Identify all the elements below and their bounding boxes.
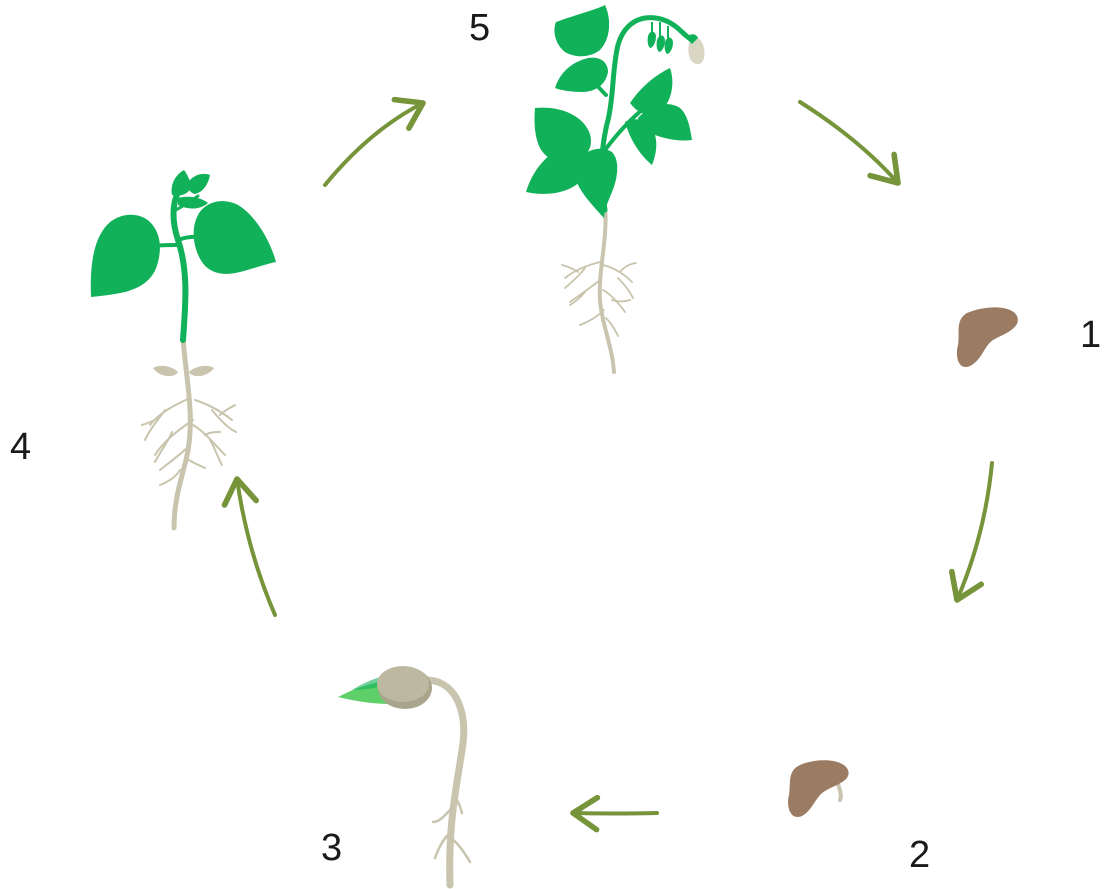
stage-label-4: 4	[10, 428, 31, 466]
seedling-illustration	[338, 666, 470, 885]
stage-label-1: 1	[1080, 316, 1101, 354]
stage-label-2: 2	[909, 836, 930, 874]
young-plant-illustration	[91, 170, 276, 528]
seed-illustration	[957, 307, 1018, 367]
arrow-4-to-5	[325, 103, 423, 185]
flowering-plant-illustration	[526, 5, 705, 372]
arrow-2-to-3	[573, 813, 657, 814]
cycle-arrows	[237, 102, 992, 814]
stage-label-5: 5	[469, 9, 490, 47]
arrow-1-to-2	[957, 463, 992, 600]
arrow-3-to-4	[237, 479, 275, 615]
germinating-seed-illustration	[788, 760, 849, 817]
stage-label-3: 3	[321, 829, 342, 867]
arrow-5-to-1	[800, 102, 898, 183]
